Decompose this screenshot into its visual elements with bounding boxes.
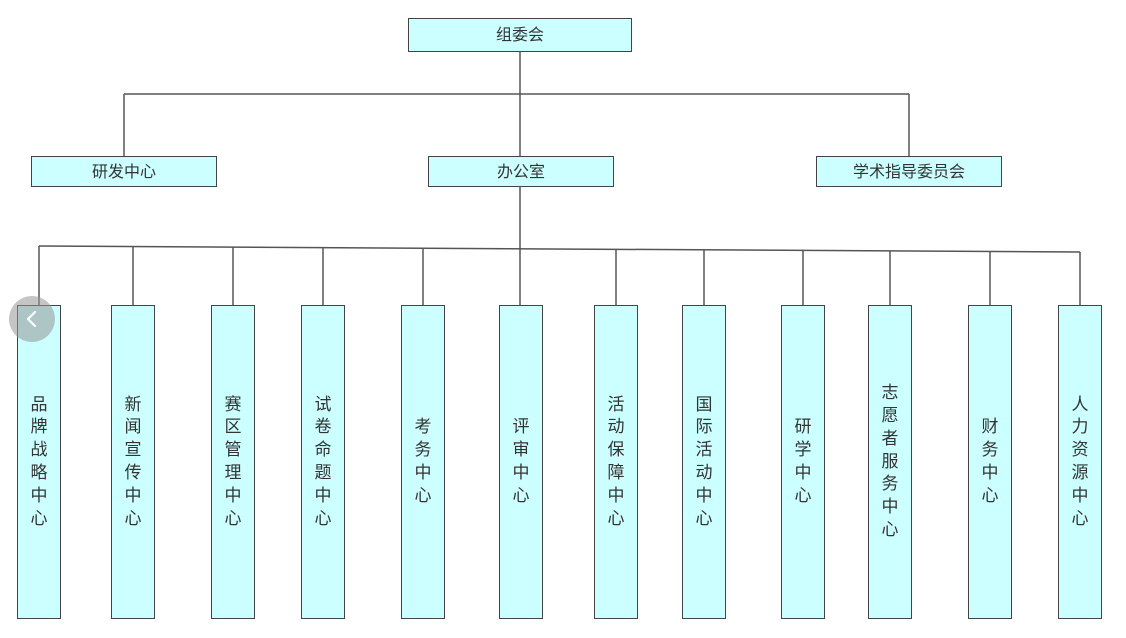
node-academic[interactable]: 学术指导委员会 xyxy=(816,156,1002,187)
node-strategy-label: 品牌战略中心 xyxy=(30,394,48,529)
node-office-label: 办公室 xyxy=(496,161,545,181)
node-volunteer-label: 志愿者服务中心 xyxy=(881,383,899,540)
node-news-label: 新闻宣传中心 xyxy=(124,394,142,529)
node-venue[interactable]: 赛区管理中心 xyxy=(211,305,255,619)
node-review[interactable]: 评审中心 xyxy=(499,305,543,619)
chevron-left-icon xyxy=(26,310,37,328)
prev-button[interactable] xyxy=(9,296,55,342)
node-news[interactable]: 新闻宣传中心 xyxy=(111,305,155,619)
node-intl[interactable]: 国际活动中心 xyxy=(682,305,726,619)
node-study-label: 研学中心 xyxy=(794,417,812,506)
node-finance[interactable]: 财务中心 xyxy=(968,305,1012,619)
node-review-label: 评审中心 xyxy=(512,417,530,506)
node-hr-label: 人力资源中心 xyxy=(1071,394,1089,529)
node-activity-support[interactable]: 活动保障中心 xyxy=(594,305,638,619)
node-strategy[interactable]: 品牌战略中心 xyxy=(17,305,61,619)
node-activity-support-label: 活动保障中心 xyxy=(607,394,625,529)
connector-root xyxy=(123,52,910,156)
node-rd-label: 研发中心 xyxy=(91,161,156,181)
node-hr[interactable]: 人力资源中心 xyxy=(1058,305,1102,619)
node-intl-label: 国际活动中心 xyxy=(695,394,713,529)
node-exam-paper[interactable]: 试卷命题中心 xyxy=(301,305,345,619)
connector-office xyxy=(38,187,1081,305)
node-volunteer[interactable]: 志愿者服务中心 xyxy=(868,305,912,619)
node-rd[interactable]: 研发中心 xyxy=(31,156,217,187)
node-root-label: 组委会 xyxy=(495,25,544,44)
node-exam-affairs[interactable]: 考务中心 xyxy=(401,305,445,619)
node-finance-label: 财务中心 xyxy=(981,417,999,506)
node-office[interactable]: 办公室 xyxy=(428,156,614,187)
node-exam-paper-label: 试卷命题中心 xyxy=(314,394,332,529)
node-venue-label: 赛区管理中心 xyxy=(224,394,242,529)
node-academic-label: 学术指导委员会 xyxy=(852,161,965,181)
node-root[interactable]: 组委会 xyxy=(408,18,632,52)
node-exam-affairs-label: 考务中心 xyxy=(414,417,432,506)
node-study[interactable]: 研学中心 xyxy=(781,305,825,619)
